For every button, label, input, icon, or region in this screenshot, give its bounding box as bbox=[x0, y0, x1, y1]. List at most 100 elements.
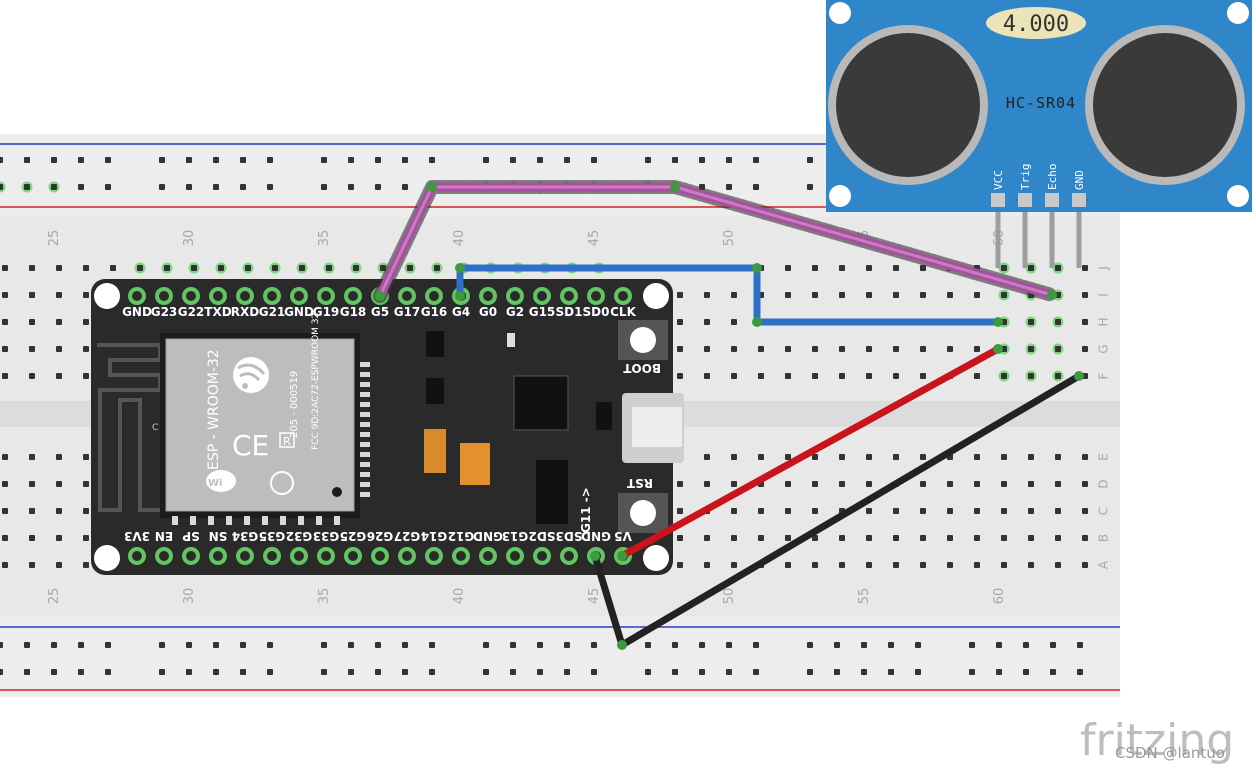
esp32-pin-label: G14 bbox=[421, 529, 448, 543]
hole bbox=[893, 265, 899, 271]
hole bbox=[1055, 373, 1061, 379]
purple-wire-highlight bbox=[378, 185, 1054, 298]
rail-hole bbox=[240, 157, 246, 163]
rail-hole bbox=[186, 157, 192, 163]
capacitor bbox=[424, 429, 446, 473]
sensor-model-label: HC-SR04 bbox=[1006, 94, 1076, 112]
hole bbox=[920, 373, 926, 379]
rail-hole bbox=[861, 669, 867, 675]
hole bbox=[29, 454, 35, 460]
hole bbox=[1055, 346, 1061, 352]
esp32-pin-label: CLK bbox=[610, 305, 636, 319]
hole bbox=[1028, 265, 1034, 271]
hole bbox=[83, 481, 89, 487]
hole bbox=[812, 562, 818, 568]
rail-hole bbox=[915, 669, 921, 675]
hole bbox=[893, 373, 899, 379]
rail-hole bbox=[510, 642, 516, 648]
rst-button[interactable] bbox=[618, 493, 668, 533]
fritzing-logo: fritzing bbox=[1080, 715, 1234, 766]
esp32-pin-label: G12 bbox=[448, 529, 475, 543]
crystal-label: 4.000 bbox=[1003, 12, 1069, 37]
hole bbox=[920, 346, 926, 352]
boot-button[interactable] bbox=[618, 320, 668, 360]
hole bbox=[974, 373, 980, 379]
hole bbox=[299, 265, 305, 271]
hole bbox=[947, 535, 953, 541]
hole bbox=[83, 508, 89, 514]
hole bbox=[758, 535, 764, 541]
hole bbox=[920, 454, 926, 460]
hole bbox=[1028, 319, 1034, 325]
rail-hole bbox=[915, 642, 921, 648]
hole bbox=[56, 292, 62, 298]
module-text: ESP - WROOM-32 bbox=[206, 349, 222, 470]
hole bbox=[947, 562, 953, 568]
hole bbox=[272, 265, 278, 271]
column-label: 25 bbox=[47, 230, 62, 247]
hole bbox=[56, 373, 62, 379]
led bbox=[507, 333, 515, 347]
hole bbox=[29, 346, 35, 352]
column-label: 45 bbox=[587, 588, 602, 605]
hole bbox=[839, 373, 845, 379]
hole bbox=[1055, 319, 1061, 325]
hole bbox=[677, 373, 683, 379]
hole bbox=[56, 454, 62, 460]
hole bbox=[1082, 562, 1088, 568]
wire-endpoints bbox=[375, 182, 1084, 650]
rail-hole bbox=[348, 184, 354, 190]
hole bbox=[1001, 373, 1007, 379]
rail-hole bbox=[321, 184, 327, 190]
esp32-pin-label: G35 bbox=[259, 529, 286, 543]
sensor-pin-label: VCC bbox=[992, 170, 1005, 190]
hole bbox=[785, 265, 791, 271]
crystal-oscillator bbox=[986, 7, 1086, 39]
rail-hole bbox=[78, 184, 84, 190]
hole bbox=[731, 535, 737, 541]
row-label: D bbox=[1097, 479, 1111, 488]
rail-hole bbox=[672, 642, 678, 648]
column-label: 50 bbox=[722, 230, 737, 247]
hole bbox=[704, 346, 710, 352]
rail-hole bbox=[321, 157, 327, 163]
hole bbox=[839, 535, 845, 541]
hole bbox=[947, 508, 953, 514]
hole bbox=[893, 292, 899, 298]
rail-hole bbox=[267, 669, 273, 675]
sensor-pin-label: Trig bbox=[1019, 164, 1032, 191]
rail-hole bbox=[510, 157, 516, 163]
rail-hole bbox=[537, 642, 543, 648]
hole bbox=[731, 454, 737, 460]
hole bbox=[839, 292, 845, 298]
rail-hole bbox=[78, 157, 84, 163]
hole bbox=[29, 481, 35, 487]
hole bbox=[1028, 562, 1034, 568]
rail-hole bbox=[402, 157, 408, 163]
hole bbox=[1028, 373, 1034, 379]
rail-hole bbox=[105, 157, 111, 163]
hole bbox=[2, 454, 8, 460]
hole bbox=[974, 535, 980, 541]
rail-hole bbox=[753, 157, 759, 163]
red-wire[interactable] bbox=[618, 345, 1002, 560]
esp32-pin-label: G22 bbox=[178, 305, 205, 319]
rail-hole bbox=[213, 642, 219, 648]
hole bbox=[677, 508, 683, 514]
rail-hole bbox=[969, 669, 975, 675]
diode bbox=[596, 402, 612, 430]
hole bbox=[1028, 481, 1034, 487]
rail-hole bbox=[159, 157, 165, 163]
mount-hole bbox=[643, 283, 669, 309]
hole bbox=[731, 562, 737, 568]
hole bbox=[353, 265, 359, 271]
hole bbox=[1001, 508, 1007, 514]
hole bbox=[731, 292, 737, 298]
rail-hole bbox=[807, 184, 813, 190]
capacitor bbox=[460, 443, 490, 485]
rail-hole bbox=[213, 184, 219, 190]
hole bbox=[29, 508, 35, 514]
